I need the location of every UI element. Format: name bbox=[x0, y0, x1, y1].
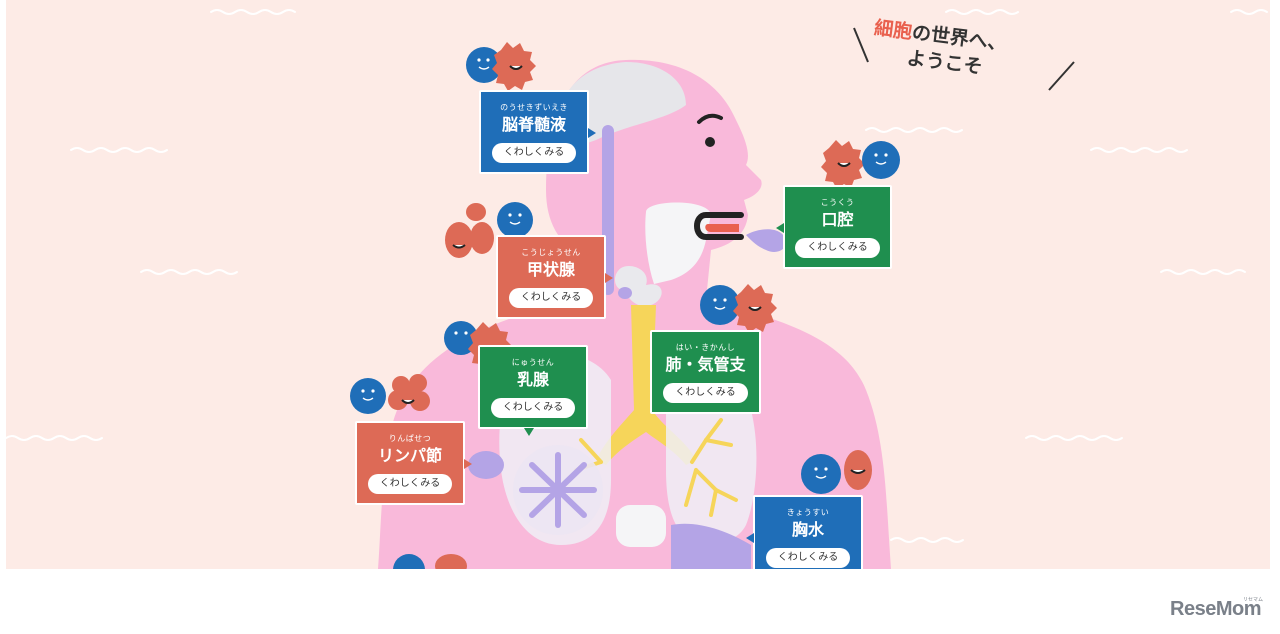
red-cell-character bbox=[445, 203, 494, 258]
details-button-pleural[interactable]: くわしくみる bbox=[765, 548, 851, 568]
card-pointer bbox=[588, 128, 596, 138]
blue-cell-character bbox=[862, 141, 900, 179]
mouth-tongue bbox=[705, 224, 739, 232]
wave-decorations bbox=[6, 9, 1268, 543]
red-cell-character bbox=[388, 374, 430, 411]
details-button-lymph[interactable]: くわしくみる bbox=[367, 474, 453, 494]
card-ruby: こうくう bbox=[820, 198, 855, 207]
details-button-brain[interactable]: くわしくみる bbox=[491, 143, 577, 163]
resemom-logo-ruby: リセマム bbox=[1243, 597, 1264, 603]
red-cell-character bbox=[492, 42, 536, 91]
card-title: 肺・気管支 bbox=[665, 355, 746, 374]
card-pleural: きょうすい 胸水 くわしくみる bbox=[746, 495, 863, 569]
saliva-drop bbox=[746, 229, 787, 252]
resemom-logo: ReseMom bbox=[1170, 598, 1261, 620]
card-title: 胸水 bbox=[791, 520, 824, 539]
card-ruby: りんぱせつ bbox=[388, 434, 432, 443]
illustration-stage: のうせきずいえき 脳脊髄液 くわしくみる こうくう 口腔 くわしくみる こうじょ… bbox=[6, 0, 1270, 569]
blue-cell-character bbox=[350, 378, 386, 414]
details-button-breast[interactable]: くわしくみる bbox=[490, 398, 576, 418]
mouth-lips bbox=[694, 212, 744, 240]
red-cell-character bbox=[435, 554, 467, 569]
title-slash-left bbox=[853, 27, 869, 63]
eyebrow bbox=[697, 113, 723, 124]
details-button-thyroid[interactable]: くわしくみる bbox=[508, 288, 594, 308]
lymph-node-shape bbox=[468, 451, 504, 479]
card-ruby: のうせきずいえき bbox=[500, 103, 568, 112]
thyroid-dot bbox=[618, 287, 632, 299]
card-title: 口腔 bbox=[821, 210, 854, 229]
card-breast: にゅうせん 乳腺 くわしくみる bbox=[478, 345, 588, 436]
card-pointer bbox=[746, 533, 754, 543]
card-title: 乳腺 bbox=[516, 370, 549, 389]
red-cell-character bbox=[733, 284, 777, 333]
card-pointer bbox=[464, 459, 472, 469]
card-mouth: こうくう 口腔 くわしくみる bbox=[776, 185, 892, 269]
bronchi bbox=[574, 418, 738, 517]
card-title: 甲状腺 bbox=[526, 260, 575, 279]
red-cell-character bbox=[844, 450, 872, 490]
thyroid-shape bbox=[614, 265, 662, 307]
details-button-mouth[interactable]: くわしくみる bbox=[795, 238, 880, 258]
card-brain: のうせきずいえき 脳脊髄液 くわしくみる bbox=[479, 90, 596, 174]
blue-cell-character bbox=[700, 285, 740, 325]
card-pointer bbox=[524, 428, 534, 436]
eye bbox=[705, 137, 715, 147]
blue-cell-character bbox=[801, 454, 841, 494]
card-ruby: はい・きかんし bbox=[675, 343, 736, 352]
cell-characters bbox=[350, 42, 900, 569]
card-ruby: きょうすい bbox=[786, 508, 830, 517]
red-cell-character bbox=[821, 140, 865, 189]
title-slash-right bbox=[1048, 61, 1075, 91]
heart-shape bbox=[616, 505, 666, 547]
heading-accent: 細胞 bbox=[873, 16, 914, 44]
blue-cell-character bbox=[466, 47, 502, 83]
card-pointer bbox=[776, 223, 784, 233]
trachea bbox=[596, 305, 696, 465]
card-title: リンパ節 bbox=[377, 446, 442, 465]
breast-gland-lines bbox=[519, 452, 597, 528]
blue-cell-character bbox=[497, 202, 533, 238]
card-title: 脳脊髄液 bbox=[501, 115, 566, 134]
blue-cell-character bbox=[393, 554, 425, 569]
body-illustration bbox=[6, 9, 1268, 569]
card-thyroid: こうじょうせん 甲状腺 くわしくみる bbox=[496, 235, 613, 319]
card-lymph: りんぱせつ リンパ節 くわしくみる bbox=[355, 421, 472, 505]
diaphragm bbox=[671, 523, 751, 569]
details-button-lung[interactable]: くわしくみる bbox=[663, 383, 748, 403]
card-ruby: にゅうせん bbox=[511, 358, 555, 367]
blue-cell-character bbox=[444, 321, 478, 355]
card-lung: はい・きかんし 肺・気管支 くわしくみる bbox=[650, 330, 761, 414]
card-pointer bbox=[605, 273, 613, 283]
brain-shape bbox=[559, 62, 686, 145]
card-ruby: こうじょうせん bbox=[521, 248, 581, 257]
